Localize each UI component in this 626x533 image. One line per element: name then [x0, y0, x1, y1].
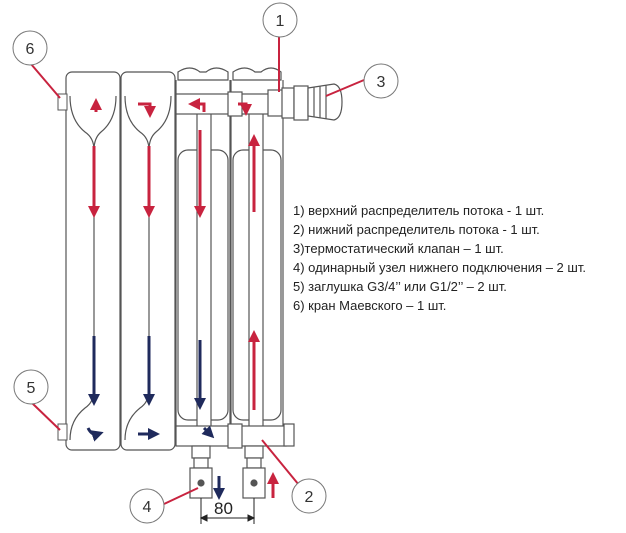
- callout-circle: [363, 63, 399, 99]
- bottom-connection-unit: [189, 445, 266, 499]
- parts-legend: 1) верхний распределитель потока - 1 шт.…: [293, 201, 586, 315]
- legend-item: 1) верхний распределитель потока - 1 шт.: [293, 203, 545, 218]
- thermostatic-valve: [293, 83, 343, 121]
- dimension-label: 80: [214, 499, 233, 518]
- cold-flow-arrows: [86, 336, 225, 500]
- plug: [57, 423, 68, 441]
- callout-number: 1: [276, 13, 285, 30]
- callout-number: 4: [143, 499, 152, 516]
- dimension-80: [199, 498, 256, 524]
- callout-circle: [262, 2, 298, 38]
- legend-item: 5) заглушка G3/4’’ или G1/2’’ – 2 шт.: [293, 279, 507, 294]
- callout-circle: [129, 488, 165, 524]
- radiator-section: [65, 71, 121, 451]
- cold-arrow: [86, 427, 104, 442]
- cold-arrow: [201, 425, 215, 439]
- callout-circle: [291, 478, 327, 514]
- callout-leaders: [30, 37, 365, 505]
- legend-item: 6) кран Маевского – 1 шт.: [293, 298, 447, 313]
- hot-flow-arrows: [88, 98, 279, 498]
- legend-item: 4) одинарный узел нижнего подключения – …: [293, 260, 586, 275]
- bottom-distributor: [175, 423, 295, 449]
- callout-circle: [13, 369, 49, 405]
- callout-circle: [12, 30, 48, 66]
- radiator-section: [120, 71, 176, 451]
- hot-arrow: [238, 102, 252, 116]
- callout-number: 5: [27, 380, 36, 397]
- callout-number: 6: [26, 41, 35, 58]
- radiator-body: [65, 67, 284, 451]
- top-distributor: [175, 87, 295, 119]
- hot-arrow: [138, 102, 156, 118]
- legend-item: 2) нижний распределитель потока - 1 шт.: [293, 222, 540, 237]
- hot-arrow: [188, 98, 206, 112]
- mayevsky-valve: [57, 93, 68, 111]
- callout-number: 2: [305, 489, 314, 506]
- legend-item: 3)термостатический клапан – 1 шт.: [293, 241, 504, 256]
- callouts: [12, 2, 399, 524]
- callout-number: 3: [377, 74, 386, 91]
